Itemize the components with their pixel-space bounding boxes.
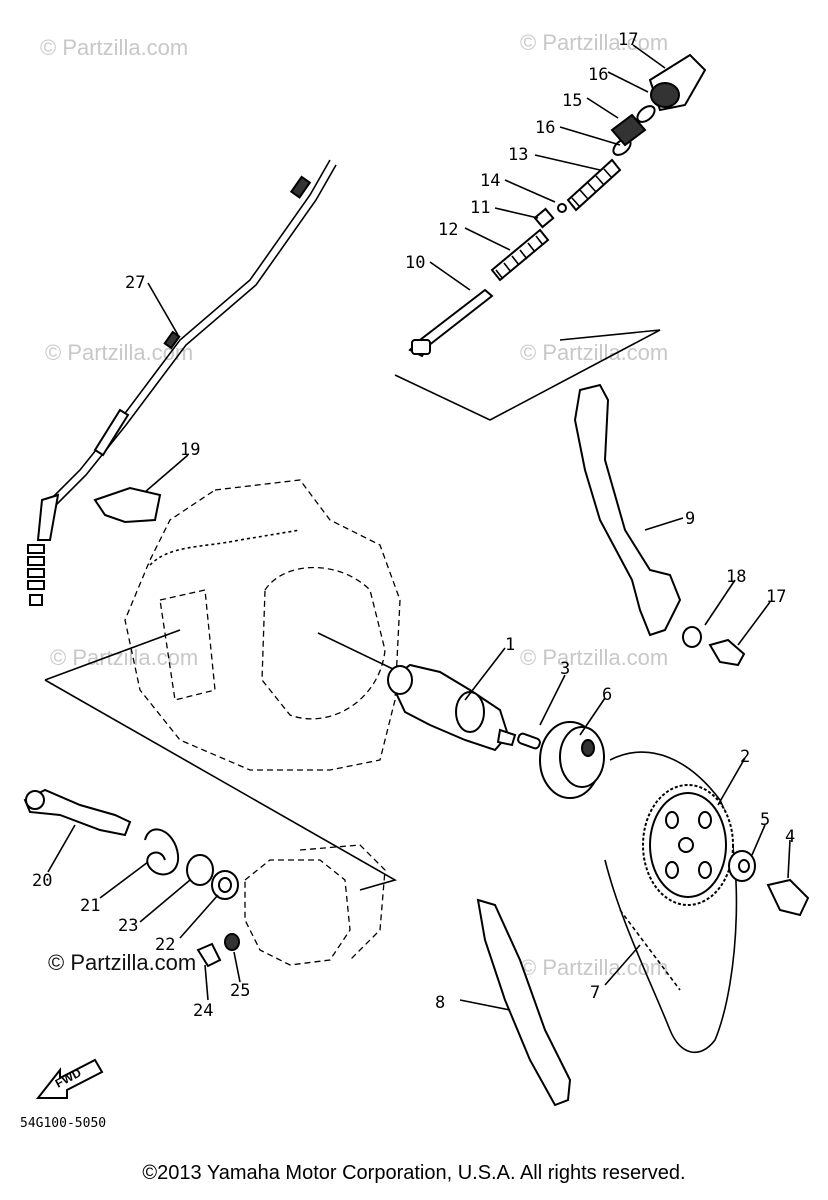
callout-label: 22 (155, 935, 175, 955)
side-cover-outline (244, 844, 386, 966)
callout-label: 6 (602, 685, 612, 705)
camshaft-1 (317, 632, 517, 752)
decompression-assembly (408, 53, 707, 358)
watermark-dark: © Partzilla.com (48, 950, 196, 975)
watermark: © Partzilla.com (520, 340, 668, 365)
chain-guide-9 (573, 383, 682, 637)
callout-label: 15 (562, 91, 582, 111)
bracket-20 (93, 486, 162, 524)
pin-3 (517, 732, 541, 750)
callout-label: 27 (125, 273, 145, 293)
callout-label: 16 (588, 65, 608, 85)
bolt-4 (766, 878, 810, 917)
watermark: © Partzilla.com (520, 645, 668, 670)
callout-label: 17 (766, 587, 786, 607)
callout-label: 1 (505, 635, 515, 655)
callout-label: 13 (508, 145, 528, 165)
callout-label: 17 (618, 30, 638, 50)
watermark: © Partzilla.com (50, 645, 198, 670)
watermark: © Partzilla.com (520, 955, 668, 980)
cam-chain-7 (604, 751, 738, 1054)
washer-5 (728, 850, 756, 882)
watermark: © Partzilla.com (520, 30, 668, 55)
callout-label: 21 (80, 896, 100, 916)
callout-label: 18 (726, 567, 746, 587)
bolt-18 (708, 638, 746, 667)
callout-label: 24 (193, 1001, 213, 1021)
group-bracket-line (394, 329, 661, 421)
washer-24 (186, 854, 214, 886)
callout-label: 5 (760, 810, 770, 830)
callout-label: 3 (560, 659, 570, 679)
callout-label: 11 (470, 198, 490, 218)
washer-19 (682, 626, 702, 648)
callout-label: 23 (118, 916, 138, 936)
fwd-arrow-icon: FWD (35, 1058, 104, 1099)
seal-23 (211, 870, 239, 900)
callout-label: 2 (740, 747, 750, 767)
copyright-text: ©2013 Yamaha Motor Corporation, U.S.A. A… (142, 1162, 686, 1184)
callout-label: 7 (590, 983, 600, 1003)
callout-label: 4 (785, 827, 795, 847)
callout-label: 16 (535, 118, 555, 138)
callout-numbers: 17 16 15 16 13 14 11 12 10 27 19 9 18 17… (32, 30, 795, 1021)
callout-label: 25 (230, 981, 250, 1001)
leader-lines (47, 44, 791, 1011)
crankcase-outline (124, 479, 401, 771)
callout-label: 20 (32, 871, 52, 891)
spring-22 (144, 828, 180, 876)
callout-label: 10 (405, 253, 425, 273)
callout-label: 9 (685, 509, 695, 529)
chain-guide-8 (476, 898, 572, 1107)
callout-label: 14 (480, 171, 500, 191)
group-bracket-line (44, 629, 181, 681)
group-bracket-line (44, 679, 398, 891)
part-code: 54G100-5050 (20, 1116, 106, 1131)
callout-label: 8 (435, 993, 445, 1013)
cable-27 (27, 159, 337, 606)
callout-label: 12 (438, 220, 458, 240)
nut-26 (224, 933, 240, 951)
watermark: © Partzilla.com (40, 35, 188, 60)
callout-label: 19 (180, 440, 200, 460)
cam-gear-6 (539, 721, 605, 799)
cam-sprocket-2 (642, 784, 734, 906)
bolt-25 (196, 942, 222, 968)
shaft-21 (23, 788, 132, 837)
